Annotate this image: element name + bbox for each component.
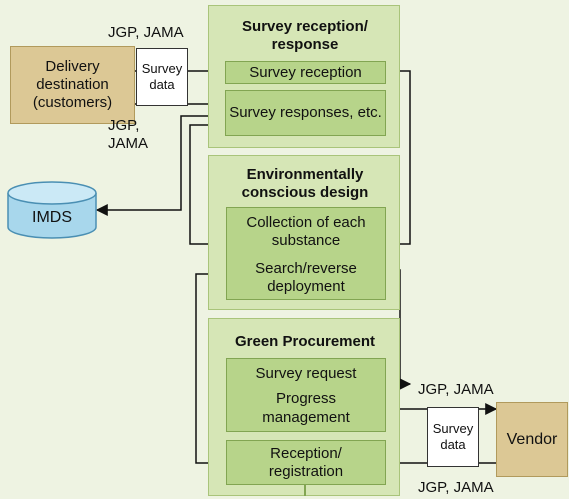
node-progress-management: Progress management — [262, 390, 350, 426]
panel-bottom-connector — [304, 485, 306, 496]
actor-delivery-destination: Delivery destination (customers) — [10, 46, 135, 124]
actor-vendor: Vendor — [496, 402, 568, 477]
node-reception-registration: Reception/ registration — [226, 440, 386, 485]
node-search-reverse: Search/reverse deployment — [255, 260, 357, 295]
arrow-to-imds — [95, 115, 225, 216]
node-design-tasks: Collection of each substance Search/reve… — [226, 207, 386, 300]
imds-label: IMDS — [32, 209, 72, 226]
node-survey-request-progress: Survey request Progress management — [226, 358, 386, 432]
node-collection-substance: Collection of each substance — [246, 214, 366, 249]
label-jgp-jama-top-left: JGP, JAMA — [108, 24, 184, 41]
panel-title-procurement: Green Procurement — [234, 333, 376, 350]
node-survey-reception: Survey reception — [225, 61, 386, 84]
panel-title-reception: Survey reception/ response — [242, 18, 368, 53]
label-jgp-jama-bottom-right: JGP, JAMA — [418, 479, 494, 496]
imds-database — [7, 181, 97, 239]
panel-title-design: Environmentally conscious design — [241, 166, 369, 201]
label-jgp-jama-bottom-left: JGP, JAMA — [108, 117, 149, 152]
document-survey-data-right: Survey data — [427, 407, 479, 467]
document-survey-data-left: Survey data — [136, 48, 188, 106]
node-survey-responses: Survey responses, etc. — [225, 90, 386, 136]
label-jgp-jama-top-right: JGP, JAMA — [418, 381, 494, 398]
node-survey-request: Survey request — [255, 365, 357, 382]
